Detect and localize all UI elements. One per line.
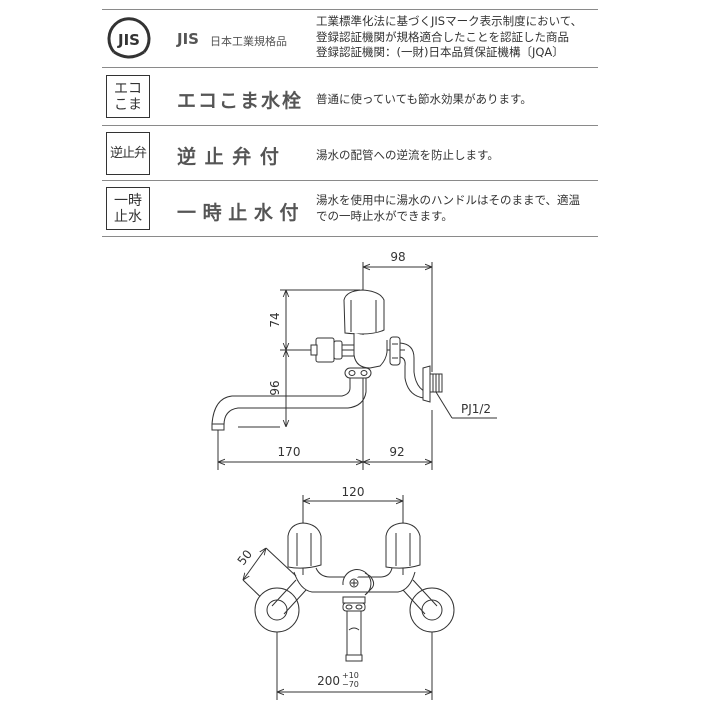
description-line: 登録認証機関が規格適合したことを認証した商品 xyxy=(316,29,569,44)
description-line: 工業標準化法に基づくJISマーク表示制度において、 xyxy=(316,14,583,28)
dim-74-label: 74 xyxy=(268,312,282,327)
side-view xyxy=(211,262,497,470)
dim-170-label: 170 xyxy=(278,445,301,459)
icon-line: 止水 xyxy=(114,208,142,225)
jis-mark-icon: JIS xyxy=(107,17,151,59)
divider-top xyxy=(102,9,598,10)
jis-title: JIS xyxy=(177,30,199,48)
dim-200-label: 200 xyxy=(317,674,340,688)
icon-line: エコ xyxy=(114,80,142,97)
dim-96-label: 96 xyxy=(268,380,282,395)
front-view xyxy=(243,495,455,700)
dim-tolerance-minus: −70 xyxy=(342,680,359,689)
description-line: 湯水を使用中に湯水のハンドルはそのままで、適温 xyxy=(316,193,581,207)
temp-stop-title: 一 時 止 水 付 xyxy=(177,202,299,224)
divider-2 xyxy=(102,125,598,126)
eco-koma-description: 普通に使っていても節水効果があります。 xyxy=(316,92,532,108)
eco-koma-title: エコこま水栓 xyxy=(177,90,304,112)
check-valve-description: 湯水の配管への逆流を防止します。 xyxy=(316,148,499,164)
divider-3 xyxy=(102,180,598,181)
eco-koma-icon: エコ こま xyxy=(106,75,150,118)
pipe-spec-label: PJ1/2 xyxy=(461,402,491,416)
divider-bottom xyxy=(102,236,598,237)
check-valve-icon: 逆止弁 xyxy=(106,132,150,175)
divider-1 xyxy=(102,67,598,68)
description-line: 普通に使っていても節水効果があります。 xyxy=(316,92,532,106)
icon-line: 一時 xyxy=(114,192,142,209)
dim-tolerance-plus: +10 xyxy=(342,671,359,680)
description-line: 登録認証機関：(一財)日本品質保証機構〔JQA〕 xyxy=(316,45,564,59)
dim-50-label: 50 xyxy=(235,547,255,568)
dim-98-label: 98 xyxy=(390,250,405,264)
icon-line: 逆止弁 xyxy=(109,145,147,161)
icon-line: こま xyxy=(114,96,142,113)
svg-text:JIS: JIS xyxy=(117,31,140,49)
jis-description: 工業標準化法に基づくJISマーク表示制度において、 登録認証機関が規格適合したこ… xyxy=(316,14,582,61)
description-line: での一時止水ができます。 xyxy=(316,208,453,223)
dim-120-label: 120 xyxy=(342,485,365,499)
dim-92-label: 92 xyxy=(389,445,404,459)
temporary-stop-icon: 一時 止水 xyxy=(106,187,150,230)
temp-stop-description: 湯水を使用中に湯水のハンドルはそのままで、適温 での一時止水ができます。 xyxy=(316,193,580,224)
check-valve-title: 逆 止 弁 付 xyxy=(177,146,280,168)
description-line: 湯水の配管への逆流を防止します。 xyxy=(316,148,499,162)
jis-subtitle: 日本工業規格品 xyxy=(210,35,287,48)
